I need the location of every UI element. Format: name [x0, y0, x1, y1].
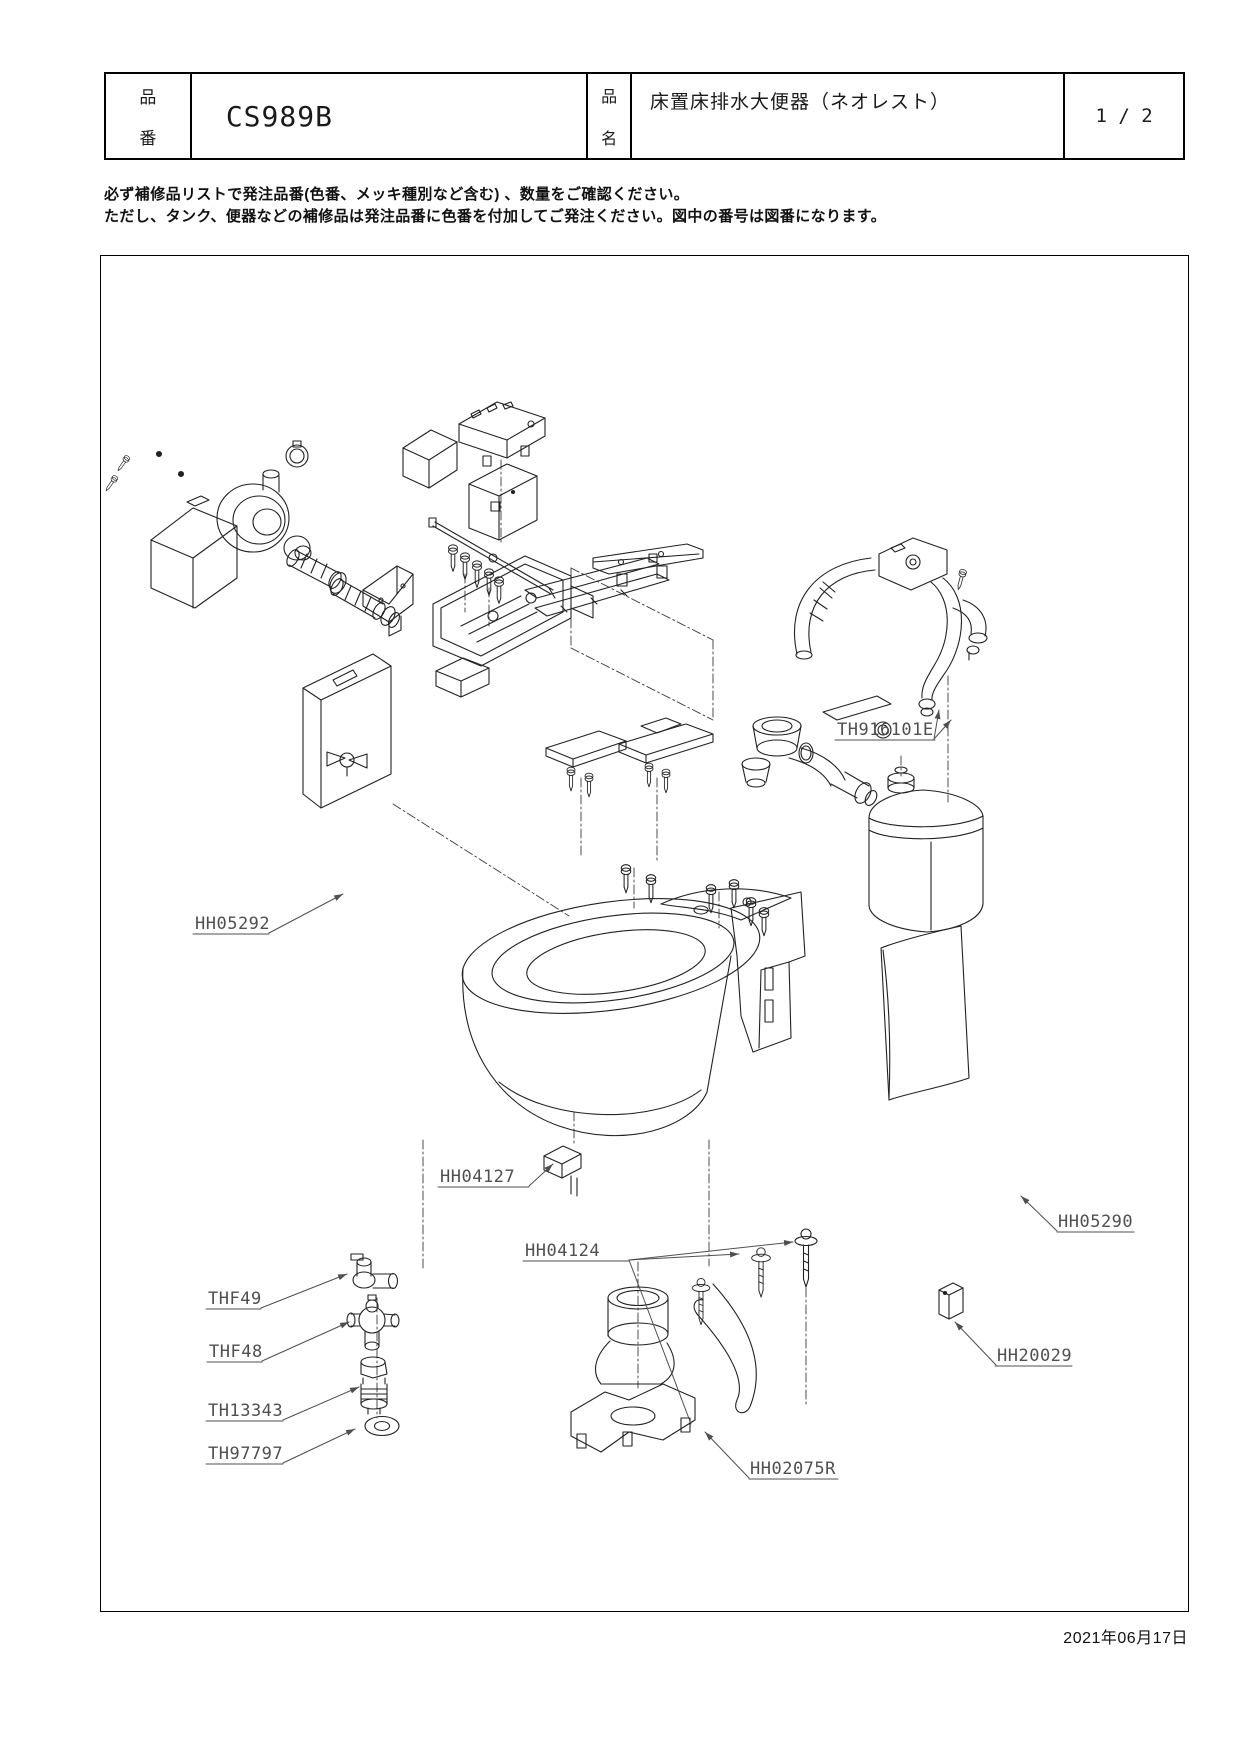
mounting-bracket-left [362, 565, 414, 637]
title-block-table: 品 番 CS989B 品 名 床置床排水大便器（ネオレスト） 1 / 2 [104, 72, 1185, 160]
note-line-1: 必ず補修品リストで発注品番(色番、メッキ種別など含む) 、数量をご確認ください。 [104, 186, 690, 203]
connector-unit [458, 401, 546, 467]
assembly-guide-lines [376, 459, 949, 1419]
canister-tank [868, 766, 984, 933]
part-label-hh04124: HH04124 [525, 1241, 600, 1261]
screws-column [448, 544, 504, 604]
washer-th97797 [364, 1415, 400, 1437]
part-hh20029 [938, 1282, 964, 1320]
part-labels: TH916101E HH05292 HH04127 HH04124 THF49 … [195, 720, 1133, 1479]
tray-parts-and-screws [545, 717, 770, 937]
product-name-header-cell: 品 名 [586, 74, 633, 158]
product-name-label-bottom: 名 [601, 131, 618, 148]
part-label-thf48: THF48 [209, 1342, 263, 1362]
toilet-bowl [461, 888, 806, 1137]
part-number-header-cell: 品 番 [106, 74, 192, 158]
water-pump [216, 469, 312, 561]
part-number-label-top: 品 [139, 88, 157, 107]
product-name-value: 床置床排水大便器（ネオレスト） [650, 92, 951, 113]
part-label-th916101e: TH916101E [837, 720, 934, 740]
t-valve-thf48 [346, 1294, 400, 1351]
part-label-hh05292: HH05292 [195, 914, 270, 934]
part-label-hh05290: HH05290 [1058, 1212, 1133, 1232]
small-bracket-under-chassis [435, 657, 490, 698]
side-panel-left [302, 653, 392, 809]
elbow-valve-thf49 [350, 1253, 399, 1290]
valve-piping-assembly [741, 695, 892, 806]
bolts-hh04124 [693, 1228, 818, 1414]
part-number-label-bottom: 番 [139, 129, 157, 148]
slide-rails [524, 553, 670, 617]
metal-bracket-rail [592, 543, 704, 587]
sensor-part-hh04127 [543, 1145, 582, 1197]
part-label-th13343: TH13343 [208, 1401, 283, 1421]
issue-date: 2021年06月17日 [1063, 1630, 1188, 1647]
part-number-value: CS989B [225, 99, 333, 133]
part-label-hh04127: HH04127 [440, 1167, 515, 1187]
page-indicator: 1 / 2 [1063, 74, 1183, 158]
part-label-hh20029: HH20029 [997, 1346, 1072, 1366]
electronics-box [468, 463, 538, 541]
connecting-rod [428, 517, 556, 599]
label-leader-lines [192, 709, 1135, 1480]
exploded-diagram-canvas: TH916101E HH05292 HH04127 HH04124 THF49 … [103, 401, 1135, 1480]
base-chassis [432, 555, 594, 667]
control-box-small [402, 429, 458, 489]
hose-sections [285, 440, 401, 628]
adapter-th13343 [360, 1356, 388, 1415]
order-notes: 必ず補修品リストで発注品番(色番、メッキ種別など含む) 、数量をご確認ください。… [104, 184, 1104, 227]
part-label-hh02075r: HH02075R [750, 1459, 836, 1479]
hose-assembly-th916101e [793, 537, 988, 717]
side-panel-right [880, 925, 970, 1101]
note-line-2: ただし、タンク、便器などの補修品は発注品番に色番を付加してご発注ください。図中の… [104, 207, 887, 225]
product-name-label-top: 品 [601, 89, 618, 106]
part-label-thf49: THF49 [208, 1289, 262, 1309]
pump-housing-box [150, 495, 238, 609]
fasteners-top-left [103, 450, 185, 493]
exploded-diagram-frame: TH916101E HH05292 HH04127 HH04124 THF49 … [100, 255, 1189, 1612]
drain-assembly-hh02075r [570, 1277, 711, 1453]
part-label-th97797: TH97797 [208, 1444, 283, 1464]
